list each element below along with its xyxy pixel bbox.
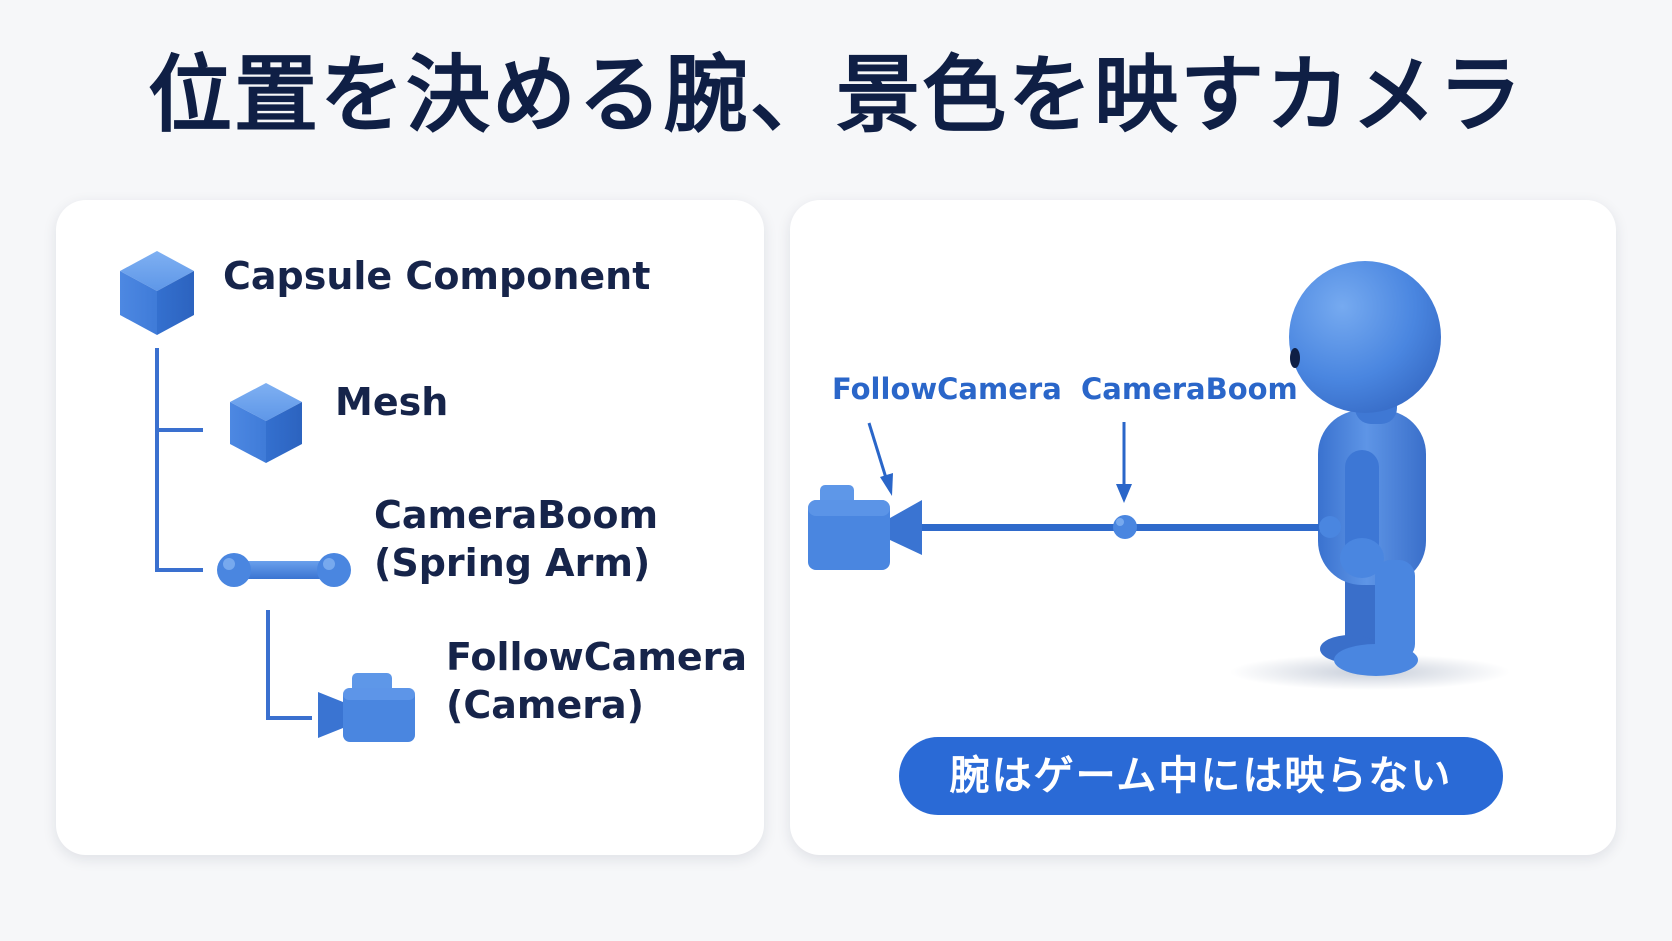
cube-icon	[230, 383, 302, 463]
page-title: 位置を決める腕、景色を映すカメラ	[147, 46, 1524, 144]
tree-connectors	[155, 348, 312, 720]
scene-label-cameraboom: CameraBoom	[1081, 372, 1298, 406]
tree-item-cameraboom: CameraBoom	[374, 493, 659, 537]
scene-label-followcamera: FollowCamera	[832, 372, 1062, 406]
scene-graphics	[808, 261, 1510, 690]
tree-item-followcamera: FollowCamera	[446, 635, 748, 679]
component-hierarchy-panel: Capsule Component Mesh CameraBoom (Sprin…	[56, 200, 764, 855]
tree-item-followcamera-type: (Camera)	[446, 683, 645, 727]
character-figure	[1289, 261, 1441, 676]
tree-item-capsule-component: Capsule Component	[223, 254, 651, 298]
camera-icon	[808, 485, 922, 570]
note-badge: 腕はゲーム中には映らない	[899, 737, 1503, 815]
hierarchy-graphics	[120, 251, 415, 742]
camera-icon	[318, 673, 415, 742]
tree-item-mesh: Mesh	[335, 380, 449, 424]
spring-arm-line	[912, 515, 1341, 539]
spring-arm-icon	[217, 553, 351, 587]
cube-icon	[120, 251, 194, 335]
pointer-arrows	[867, 422, 1132, 503]
tree-item-cameraboom-type: (Spring Arm)	[374, 541, 651, 585]
